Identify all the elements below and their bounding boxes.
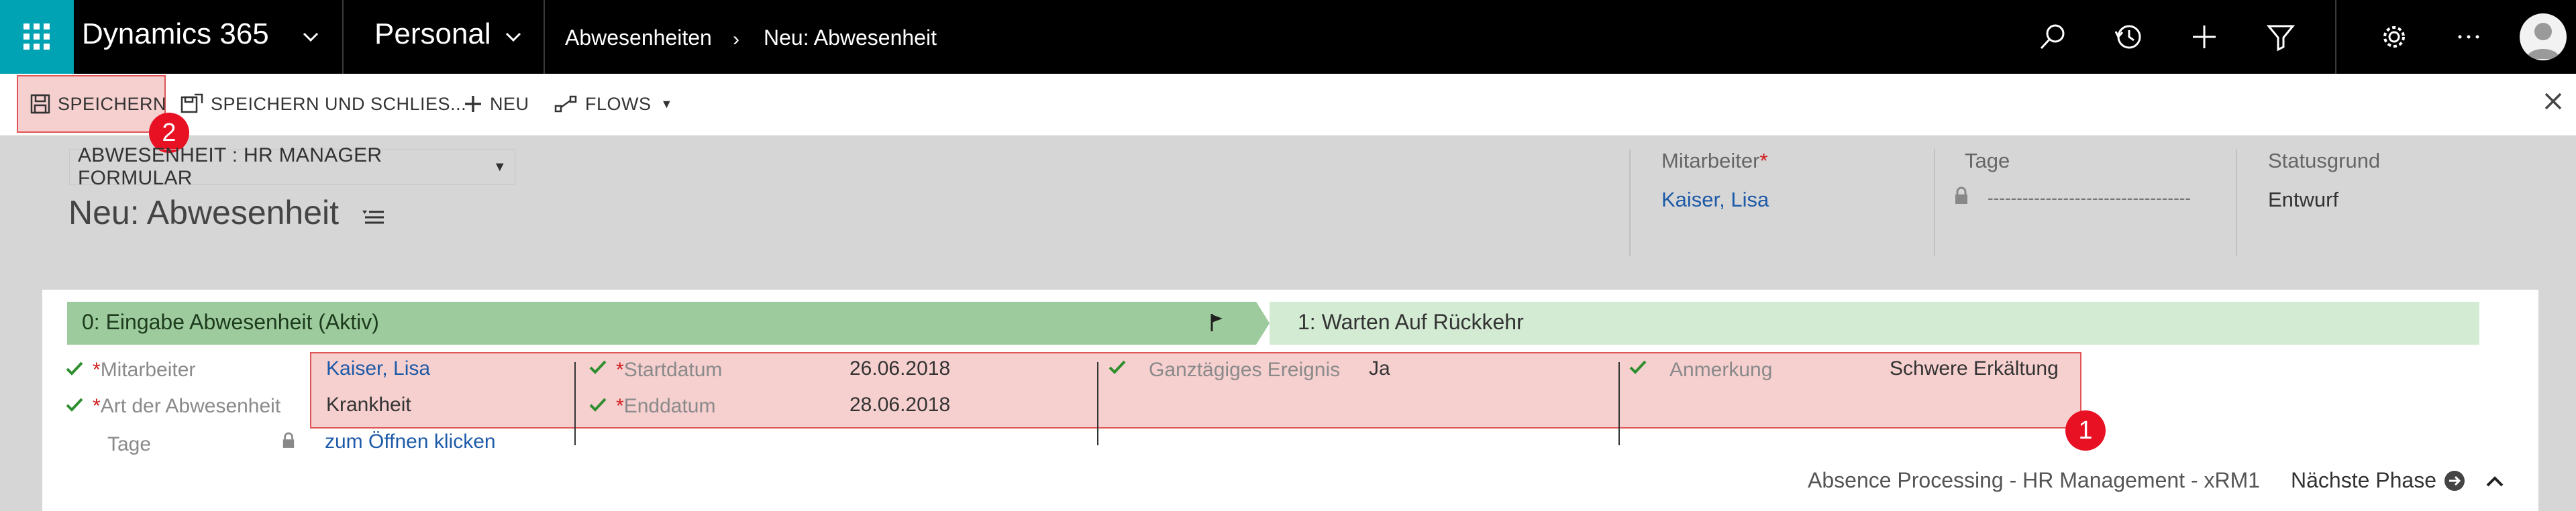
app-title[interactable]: Dynamics 365 [82,17,269,50]
header-label-statusgrund: Statusgrund [2268,149,2381,172]
nav-divider [342,0,344,74]
field-label-enddatum: *Enddatum [616,395,716,417]
header-label-mitarbeiter: Mitarbeiter* [1661,149,1768,172]
lock-icon [282,432,295,448]
field-label-anmerkung: Anmerkung [1669,359,1773,381]
field-label-ganztaegig: Ganztägiges Ereignis [1149,359,1341,381]
more-icon[interactable] [2453,21,2484,52]
arrow-right-icon [2444,470,2465,491]
header-divider [2236,149,2237,256]
breadcrumb-abwesenheiten[interactable]: Abwesenheiten [565,25,712,50]
gear-icon[interactable] [2379,21,2410,52]
check-icon [1629,360,1647,374]
stage-active-label: 0: Eingabe Abwesenheit (Aktiv) [82,310,379,334]
field-value-tage[interactable]: zum Öffnen klicken [325,431,496,453]
field-label-startdatum: *Startdatum [616,359,723,381]
field-value-mitarbeiter[interactable]: Kaiser, Lisa [326,357,431,380]
save-icon [30,94,50,114]
save-close-label: SPEICHERN UND SCHLIES... [211,93,467,114]
list-menu-icon[interactable] [361,207,385,227]
filter-icon[interactable] [2265,21,2296,52]
column-divider [574,362,576,445]
save-close-button[interactable]: SPEICHERN UND SCHLIES... [180,87,466,121]
column-divider [1618,362,1620,445]
lock-icon [1955,186,1967,204]
waffle-icon[interactable] [0,0,74,74]
field-value-anmerkung[interactable]: Schwere Erkältung [1890,357,2059,380]
stage-arrow [1256,302,1270,345]
close-icon[interactable] [2543,91,2563,111]
avatar-icon[interactable] [2520,13,2567,60]
stage-next[interactable] [1270,302,2479,345]
field-value-ganztaegig[interactable]: Ja [1369,357,1390,380]
new-icon [465,96,481,112]
field-value-art[interactable]: Krankheit [326,394,411,416]
header-value-tage: ----------------------------------- [1988,188,2192,208]
check-icon [66,398,83,412]
header-value-mitarbeiter[interactable]: Kaiser, Lisa [1661,188,1769,211]
stage-active[interactable] [67,302,1256,345]
top-nav-bar [0,0,2576,74]
check-icon [589,398,607,412]
field-label-mitarbeiter: *Mitarbeiter [93,359,196,381]
area-title[interactable]: Personal [374,17,491,50]
annotation-badge-1: 1 [2065,410,2106,451]
header-divider [1934,149,1935,256]
breadcrumb-current: Neu: Abwesenheit [764,25,937,50]
field-value-startdatum[interactable]: 26.06.2018 [849,357,951,380]
chevron-up-icon[interactable] [2485,473,2504,490]
fields-highlight [310,352,2081,429]
chevron-down-icon[interactable] [302,28,319,46]
save-button[interactable]: SPEICHERN [30,87,166,121]
save-close-icon [181,93,203,113]
command-bar [0,74,2576,136]
field-label-tage: Tage [107,433,152,455]
chevron-down-icon: ▼ [660,97,673,111]
required-marker: * [1759,149,1768,172]
flag-icon [1210,314,1223,331]
nav-divider [544,0,545,74]
form-selector-label: ABWESENHEIT : HR MANAGER FORMULAR [78,144,382,189]
nav-divider [2335,0,2336,74]
header-label-tage: Tage [1965,149,2010,172]
check-icon [1109,360,1126,374]
flows-button[interactable]: FLOWS ▼ [554,87,673,121]
field-label-art: *Art der Abwesenheit [93,395,281,417]
field-value-enddatum[interactable]: 28.06.2018 [849,394,951,416]
next-phase-label: Nächste Phase [2291,468,2437,492]
process-name: Absence Processing - HR Management - xRM… [1808,468,2261,492]
save-label: SPEICHERN [58,93,167,114]
header-divider [1629,149,1631,256]
flows-icon [554,95,577,113]
breadcrumb-separator-icon: › [733,28,739,50]
chevron-down-icon[interactable] [505,28,522,46]
record-title: Neu: Abwesenheit [68,194,340,231]
annotation-badge-2: 2 [149,113,189,153]
plus-icon[interactable] [2189,21,2220,52]
check-icon [589,360,607,374]
next-phase-button[interactable]: Nächste Phase [2291,468,2466,493]
flows-label: FLOWS [585,93,652,114]
history-icon[interactable] [2114,21,2145,52]
stage-next-label: 1: Warten Auf Rückkehr [1298,310,1524,334]
column-divider [1097,362,1098,445]
new-label: NEU [490,93,529,114]
save-highlight [17,75,166,133]
check-icon [66,361,83,376]
search-icon[interactable] [2037,21,2068,52]
new-button[interactable]: NEU [463,87,529,121]
form-selector[interactable]: ABWESENHEIT : HR MANAGER FORMULAR ▼ [69,144,515,189]
chevron-down-icon: ▼ [493,159,507,174]
header-value-statusgrund: Entwurf [2268,188,2339,211]
